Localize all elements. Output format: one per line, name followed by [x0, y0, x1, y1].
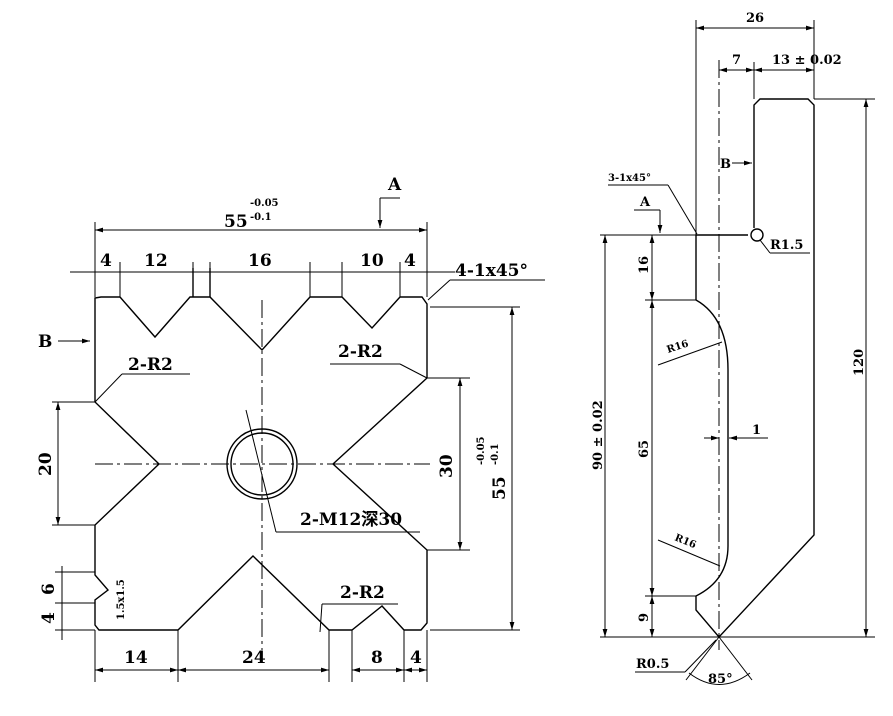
- dim-13: 13 ± 0.02: [772, 53, 842, 68]
- threaded-hole-outer: [226, 428, 298, 500]
- dim-4-bottom-right: 4: [410, 648, 422, 668]
- radius-note-upper-right: 2-R2: [338, 342, 383, 362]
- right-section-a-label: A: [639, 195, 651, 210]
- punch-profile: [695, 98, 815, 639]
- chamfer-note-4x: 4-1x45°: [455, 261, 528, 281]
- dim-height-tol-lower: -0.1: [490, 443, 501, 465]
- dim-24: 24: [242, 648, 266, 668]
- chamfer-note-3x: 3-1x45°: [608, 173, 651, 184]
- section-b-label: B: [38, 332, 52, 352]
- dim-10: 10: [360, 251, 384, 271]
- radius-note-lower: 2-R2: [340, 583, 385, 603]
- angle-85: 85°: [708, 672, 733, 687]
- dim-14: 14: [124, 648, 148, 668]
- radius-r16-lower: R16: [673, 533, 698, 552]
- dim-65: 65: [637, 440, 652, 458]
- dim-7: 7: [732, 53, 741, 68]
- left-view: 55 -0.05 -0.1 A 4 12 16 10 4 4-1x45° B 2…: [36, 175, 545, 682]
- block-outline: [94, 296, 428, 631]
- dim-4-top-right: 4: [404, 251, 416, 271]
- dim-30: 30: [437, 454, 457, 478]
- dim-height-tol-upper: -0.05: [476, 436, 487, 465]
- radius-r1-5: R1.5: [770, 238, 803, 253]
- dim-8: 8: [371, 648, 383, 668]
- right-section-b-label: B: [720, 157, 731, 172]
- dim-16-top: 16: [248, 251, 272, 271]
- dim-width-tol-upper: -0.05: [250, 198, 279, 209]
- dim-16-right: 16: [637, 256, 652, 274]
- dim-26: 26: [746, 11, 764, 26]
- small-groove-note: 1.5x1.5: [116, 579, 127, 620]
- threaded-hole-inner: [230, 432, 294, 496]
- radius-r0-5: R0.5: [636, 657, 669, 672]
- dim-12: 12: [144, 251, 168, 271]
- dim-6: 6: [39, 583, 59, 595]
- radius-note-upper-left: 2-R2: [128, 355, 173, 375]
- dim-width-tol-lower: -0.1: [250, 212, 272, 223]
- dim-120: 120: [852, 349, 867, 376]
- right-view: 26 7 13 ± 0.02 B 3-1x45° A R1.5 90 ± 0.0…: [591, 11, 875, 687]
- dim-4-top-left: 4: [100, 251, 112, 271]
- dim-4-left: 4: [39, 612, 59, 624]
- radius-r16-upper: R16: [666, 339, 691, 356]
- dim-width-55: 55: [224, 212, 248, 232]
- dim-height-55: 55: [490, 476, 510, 500]
- section-a-label: A: [387, 175, 402, 195]
- dim-90: 90 ± 0.02: [591, 400, 606, 470]
- dim-1: 1: [752, 423, 761, 438]
- dim-9: 9: [637, 613, 652, 622]
- dim-20: 20: [36, 452, 56, 476]
- thread-note: 2-M12深30: [300, 509, 402, 530]
